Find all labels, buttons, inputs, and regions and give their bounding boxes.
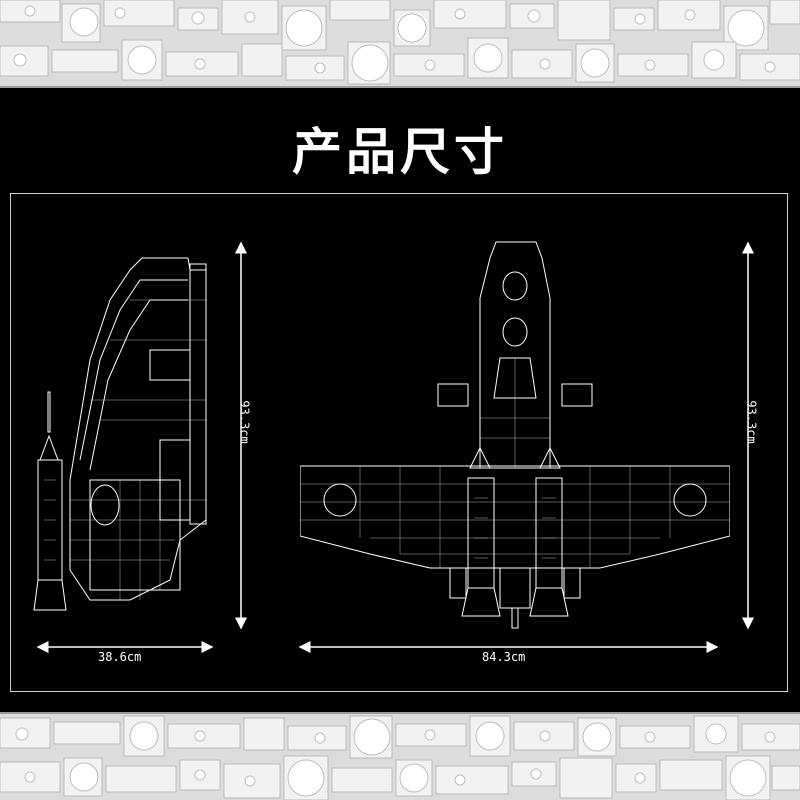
top-right-turret [561,383,593,407]
top-rear-pod [563,567,581,599]
side-hull-line [79,279,188,461]
side-height-label: 93.3cm [237,400,252,444]
top-canopy [502,317,528,347]
brick-pattern-top [0,0,800,88]
top-engine-nozzle [461,587,501,617]
top-canopy [502,271,528,301]
top-tail-fin [511,607,519,629]
bottom-brick-band [0,712,800,800]
side-hull-spine [189,263,207,525]
side-hull-port [90,484,120,526]
dimension-frame [10,193,788,692]
top-engine-cone [539,446,561,469]
page-title: 产品尺寸 [292,123,508,181]
side-pod-nozzle [33,579,67,611]
brick-pattern-bottom [0,712,800,800]
top-cockpit [493,357,537,399]
top-left-turret [437,383,469,407]
top-width-label: 84.3cm [482,650,526,664]
top-wing [300,465,730,569]
side-width-label: 38.6cm [98,650,142,664]
top-brick-band [0,0,800,88]
side-hull-panel [89,479,181,591]
side-view-model [33,257,207,611]
top-engine-cone [469,446,491,469]
top-rear-pod [449,567,467,599]
top-engine-nozzle [529,587,569,617]
top-view-model [300,241,730,629]
top-fuselage-upper [479,241,551,469]
top-height-label: 93.3cm [744,400,759,444]
side-antenna [47,391,51,433]
